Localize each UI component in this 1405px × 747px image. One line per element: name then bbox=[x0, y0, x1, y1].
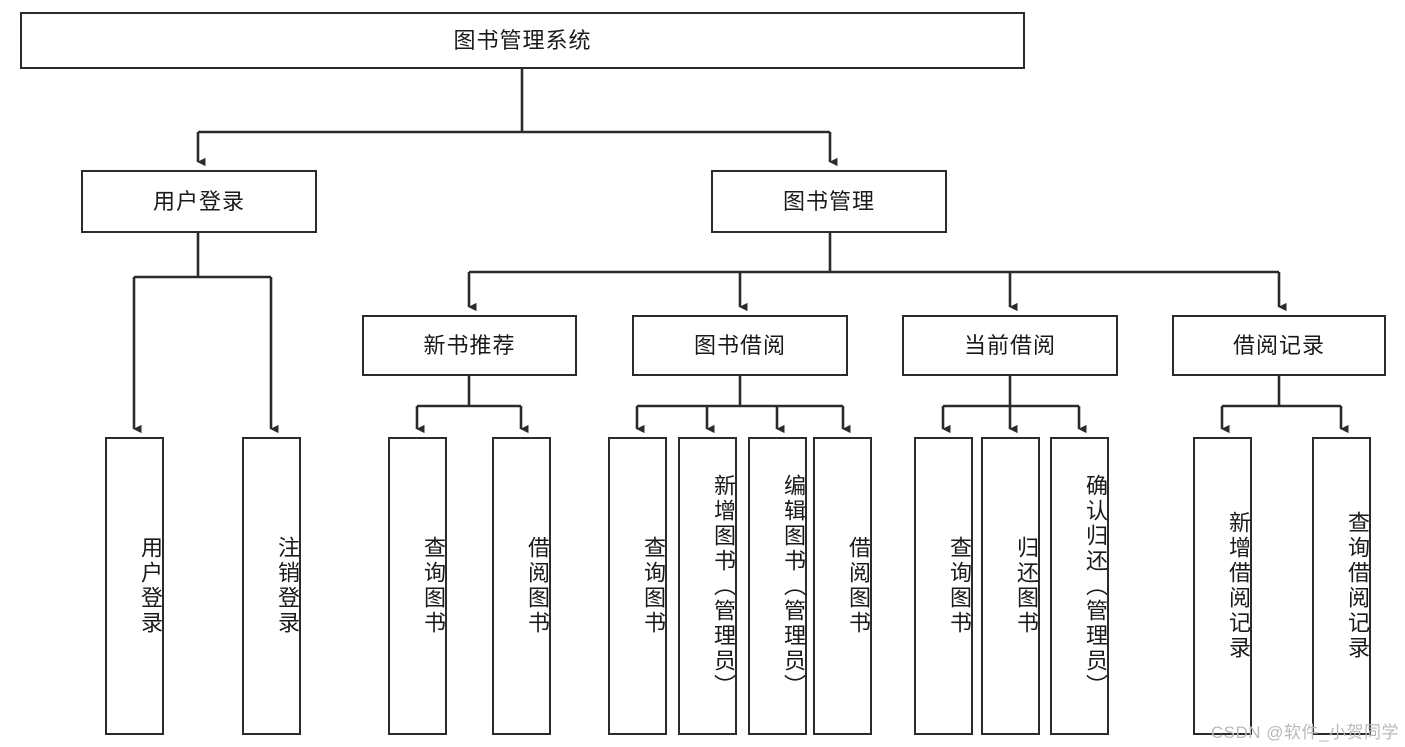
node-leaf-add-book-label: 新增图书（管理员） bbox=[711, 473, 736, 699]
node-borrow-records-label: 借阅记录 bbox=[1232, 332, 1325, 358]
node-leaf-user-logout[interactable]: 注销登录 bbox=[242, 437, 301, 735]
node-leaf-edit-book[interactable]: 编辑图书（管理员） bbox=[748, 437, 807, 735]
node-leaf-query-book-3[interactable]: 查询图书 bbox=[914, 437, 973, 735]
node-leaf-query-book-2-label: 查询图书 bbox=[641, 536, 666, 636]
node-leaf-user-logout-label: 注销登录 bbox=[275, 536, 300, 636]
node-leaf-query-book-1[interactable]: 查询图书 bbox=[388, 437, 447, 735]
node-user-login-label: 用户登录 bbox=[152, 188, 245, 214]
node-book-borrow[interactable]: 图书借阅 bbox=[632, 315, 848, 376]
node-leaf-query-book-3-label: 查询图书 bbox=[947, 536, 972, 636]
node-leaf-query-borrow-record[interactable]: 查询借阅记录 bbox=[1312, 437, 1371, 735]
node-new-book-recommend[interactable]: 新书推荐 bbox=[362, 315, 577, 376]
node-leaf-query-book-2[interactable]: 查询图书 bbox=[608, 437, 667, 735]
node-leaf-edit-book-label: 编辑图书（管理员） bbox=[781, 473, 806, 699]
node-leaf-user-login[interactable]: 用户登录 bbox=[105, 437, 164, 735]
node-borrow-records[interactable]: 借阅记录 bbox=[1172, 315, 1386, 376]
node-leaf-add-borrow-record[interactable]: 新增借阅记录 bbox=[1193, 437, 1252, 735]
node-leaf-return-book[interactable]: 归还图书 bbox=[981, 437, 1040, 735]
node-leaf-add-book[interactable]: 新增图书（管理员） bbox=[678, 437, 737, 735]
node-leaf-borrow-book-2-label: 借阅图书 bbox=[846, 536, 871, 636]
node-leaf-confirm-return[interactable]: 确认归还（管理员） bbox=[1050, 437, 1109, 735]
node-leaf-user-login-label: 用户登录 bbox=[138, 536, 163, 636]
node-leaf-borrow-book-2[interactable]: 借阅图书 bbox=[813, 437, 872, 735]
node-current-borrow-label: 当前借阅 bbox=[963, 332, 1056, 358]
node-book-borrow-label: 图书借阅 bbox=[693, 332, 786, 358]
node-leaf-return-book-label: 归还图书 bbox=[1014, 536, 1039, 636]
node-current-borrow[interactable]: 当前借阅 bbox=[902, 315, 1118, 376]
node-leaf-add-borrow-record-label: 新增借阅记录 bbox=[1226, 511, 1251, 661]
node-root[interactable]: 图书管理系统 bbox=[20, 12, 1025, 69]
node-leaf-borrow-book-1[interactable]: 借阅图书 bbox=[492, 437, 551, 735]
node-user-login[interactable]: 用户登录 bbox=[81, 170, 317, 233]
node-leaf-confirm-return-label: 确认归还（管理员） bbox=[1083, 473, 1108, 699]
node-root-label: 图书管理系统 bbox=[453, 27, 592, 53]
node-book-management[interactable]: 图书管理 bbox=[711, 170, 947, 233]
node-leaf-query-borrow-record-label: 查询借阅记录 bbox=[1345, 511, 1370, 661]
csdn-watermark: CSDN @软件_小贺同学 bbox=[1210, 723, 1399, 742]
node-leaf-query-book-1-label: 查询图书 bbox=[421, 536, 446, 636]
node-leaf-borrow-book-1-label: 借阅图书 bbox=[525, 536, 550, 636]
node-new-book-recommend-label: 新书推荐 bbox=[423, 332, 516, 358]
node-book-management-label: 图书管理 bbox=[782, 188, 875, 214]
